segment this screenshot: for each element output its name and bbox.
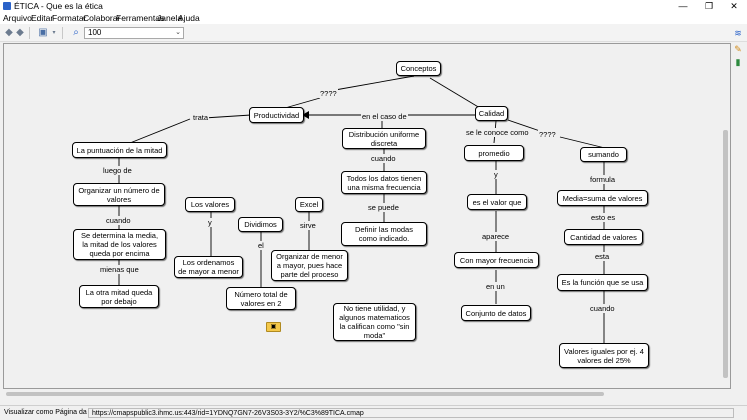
link-label: sirve xyxy=(299,221,317,230)
concept-conjunto[interactable]: Conjunto de datos xyxy=(461,305,531,321)
link-label: esto es xyxy=(590,213,617,222)
concept-productividad[interactable]: Productividad xyxy=(249,107,304,123)
link-label: cuando xyxy=(370,154,397,163)
concept-numero-total[interactable]: Número total de valores en 2 xyxy=(226,287,296,310)
concept-organizar-menor[interactable]: Organizar de menor a mayor, pues hace pa… xyxy=(271,250,348,281)
zoom-icon[interactable]: ⌕ xyxy=(73,27,79,38)
concept-otra-mitad[interactable]: La otra mitad queda por debajo xyxy=(79,285,159,308)
link-label: en un xyxy=(485,282,506,291)
link-label: en el caso de xyxy=(361,112,408,121)
status-bar: Visualizar como Página da Web https://cm… xyxy=(0,405,747,420)
concept-ordenamos[interactable]: Los ordenamos de mayor a menor xyxy=(174,256,243,278)
concept-sumando[interactable]: sumando xyxy=(580,147,627,162)
link-label: y xyxy=(493,170,499,179)
book-icon[interactable]: ▮ xyxy=(735,57,741,67)
resource-image-icon[interactable]: ▣ xyxy=(266,322,281,332)
forward-arrow-icon[interactable]: ◆ xyxy=(16,27,24,38)
link-label: luego de xyxy=(102,166,133,175)
link-label: se puede xyxy=(367,203,400,212)
concept-conceptos[interactable]: Conceptos xyxy=(396,61,441,76)
horizontal-scroll-thumb[interactable] xyxy=(6,392,604,396)
maximize-button[interactable]: ❐ xyxy=(704,1,714,11)
back-arrow-icon[interactable]: ◆ xyxy=(5,27,13,38)
concept-calidad[interactable]: Calidad xyxy=(475,106,508,121)
menu-formatar[interactable]: Formatar xyxy=(52,13,87,23)
concept-funcion[interactable]: Es la función que se usa xyxy=(557,274,648,291)
concept-determina-media[interactable]: Se determina la media, la mitad de los v… xyxy=(73,229,166,260)
concept-valores-iguales[interactable]: Valores iguales por ej. 4 valores del 25… xyxy=(559,343,649,368)
link-label: cuando xyxy=(589,304,616,313)
link-label: cuando xyxy=(105,216,132,225)
link-label: esta xyxy=(594,252,611,261)
toolbar-separator xyxy=(62,27,63,39)
app-icon xyxy=(3,2,11,10)
concept-promedio[interactable]: promedio xyxy=(464,145,524,161)
concept-mayor-frecuencia[interactable]: Con mayor frecuencia xyxy=(454,252,539,268)
concept-media-suma[interactable]: Media=suma de valores xyxy=(557,190,648,206)
concept-cantidad[interactable]: Cantidad de valores xyxy=(564,229,643,245)
view-as-web-link[interactable]: Visualizar como Página da Web xyxy=(4,409,103,416)
concept-valor-que[interactable]: es el valor que xyxy=(467,194,527,210)
toolbar-separator xyxy=(29,27,30,39)
menu-colaborar[interactable]: Colaborar xyxy=(83,13,121,23)
link-label: formula xyxy=(589,175,617,184)
vertical-scrollbar[interactable] xyxy=(720,44,730,388)
view-icon[interactable]: ▣ xyxy=(38,27,48,38)
minimize-button[interactable]: — xyxy=(678,1,688,11)
chevron-down-icon: ⌄ xyxy=(175,29,181,36)
close-button[interactable]: ✕ xyxy=(730,1,738,11)
vertical-scroll-thumb[interactable] xyxy=(723,130,728,378)
link-label: mienas que xyxy=(99,265,140,274)
zoom-value: 100 xyxy=(88,28,102,37)
concept-todos-datos[interactable]: Todos los datos tienen una misma frecuen… xyxy=(341,171,427,194)
url-field[interactable]: https://cmapspublic3.ihmc.us:443/rid=1YD… xyxy=(88,408,734,418)
dropdown-arrow-icon[interactable]: ▾ xyxy=(52,30,56,36)
link-label: y xyxy=(207,218,213,227)
link-label: el xyxy=(257,241,265,250)
concept-distribucion[interactable]: Distribución uniforme discreta xyxy=(342,128,426,149)
menu-ferramentas[interactable]: Ferramentas xyxy=(116,13,165,23)
window-title: ÉTICA - Que es la ética xyxy=(14,1,103,11)
menu-janela[interactable]: Janela xyxy=(157,13,183,23)
menu-editar[interactable]: Editar xyxy=(31,13,54,23)
menu-arquivo[interactable]: Arquivo xyxy=(3,13,32,23)
pen-icon[interactable]: ✎ xyxy=(734,44,742,54)
concept-los-valores[interactable]: Los valores xyxy=(185,197,235,212)
concept-excel[interactable]: Excel xyxy=(295,197,323,212)
link-label: ???? xyxy=(538,130,557,139)
menu-ajuda[interactable]: Ajuda xyxy=(178,13,200,23)
menu-bar: Arquivo Editar Formatar Colaborar Ferram… xyxy=(0,12,747,24)
title-bar: ÉTICA - Que es la ética — ❐ ✕ xyxy=(0,0,747,12)
link-label: se le conoce como xyxy=(465,128,530,137)
concept-no-utilidad[interactable]: No tiene utilidad, y algunos matematicos… xyxy=(333,303,416,341)
concept-puntuacion[interactable]: La puntuación de la mitad xyxy=(72,142,167,158)
zoom-select[interactable]: 100 ⌄ xyxy=(84,27,184,39)
concept-definir-modas[interactable]: Definir las modas como indicado. xyxy=(341,222,427,246)
link-label: trata xyxy=(192,113,210,122)
toolbar: ◆ ◆ ▣ ▾ ⌕ 100 ⌄ xyxy=(0,24,747,42)
horizontal-scrollbar[interactable] xyxy=(4,389,730,399)
concept-organizar-numero[interactable]: Organizar un número de valores xyxy=(73,183,165,206)
concept-dividimos[interactable]: Dividimos xyxy=(238,217,283,232)
link-label: aparece xyxy=(481,232,511,241)
collapse-panel-icon[interactable]: ≋ xyxy=(734,28,742,38)
link-label: ???? xyxy=(319,89,338,98)
